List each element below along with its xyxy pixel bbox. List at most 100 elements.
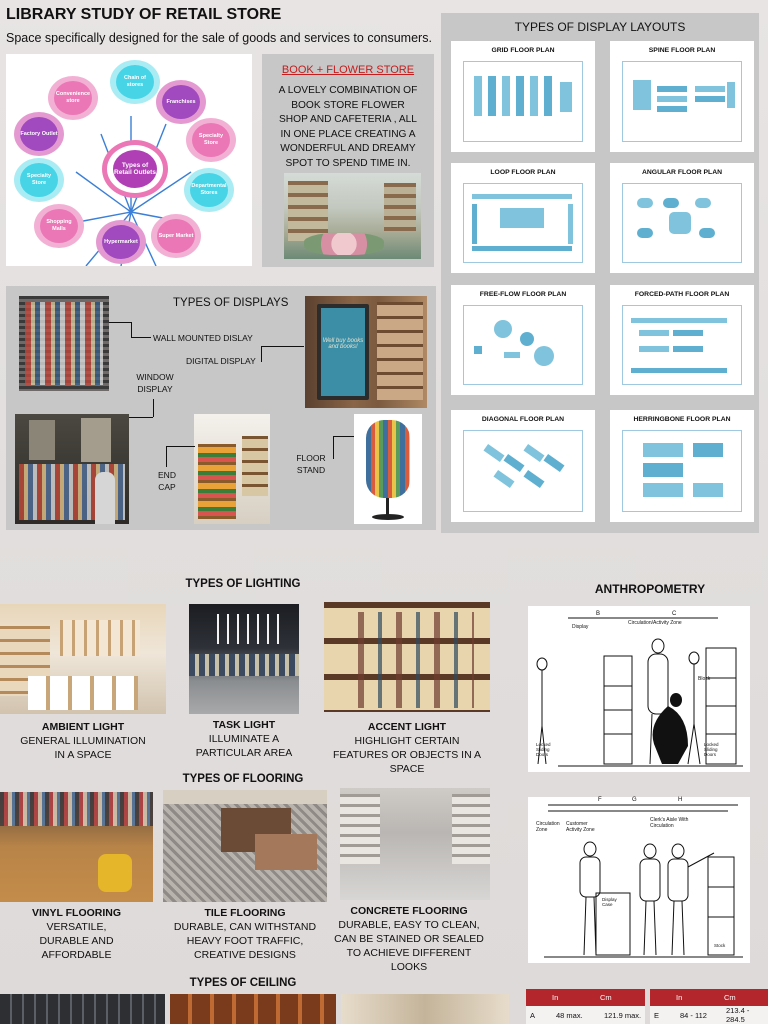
concrete-flooring-desc: DURABLE, EASY TO CLEAN, CAN BE STAINED O… bbox=[334, 919, 484, 973]
floor-plan-loop-drawing bbox=[463, 183, 583, 263]
floor-plan-diagonal: DIAGONAL FLOOR PLAN bbox=[451, 410, 595, 522]
digital-display-photo: Well buy books and books! bbox=[305, 296, 427, 408]
floor-plan-forced-path-title: FORCED-PATH FLOOR PLAN bbox=[634, 291, 730, 298]
end-cap-label: END CAP bbox=[158, 470, 176, 492]
floor-plan-fixture bbox=[483, 443, 505, 463]
floor-plan-fixture bbox=[488, 76, 496, 116]
floor-plan-fixture bbox=[673, 330, 703, 336]
displays-heading: TYPES OF DISPLAYS bbox=[173, 297, 289, 309]
task-light-desc: ILLUMINATE A PARTICULAR AREA bbox=[195, 733, 293, 759]
floor-plan-fixture bbox=[516, 76, 524, 116]
floor-plan-fixture bbox=[474, 346, 482, 354]
floor-plan-free-flow-title: FREE-FLOW FLOOR PLAN bbox=[479, 291, 567, 298]
outlet-factory-bubble: Factory Outlet bbox=[14, 112, 64, 156]
window-display-photo bbox=[15, 414, 129, 524]
tile-flooring-name: TILE FLOORING bbox=[204, 907, 286, 919]
floor-plan-herringbone-drawing bbox=[622, 430, 742, 512]
floor-plan-free-flow: FREE-FLOW FLOOR PLAN bbox=[451, 285, 595, 395]
vinyl-flooring-photo bbox=[0, 792, 153, 902]
window-display-label: WINDOW DISPLAY bbox=[136, 372, 174, 394]
ambient-light-photo bbox=[0, 604, 166, 714]
outlets-center-label: Types of Retail Outlets bbox=[113, 150, 157, 188]
floor-plan-fixture bbox=[643, 463, 683, 477]
floor-plan-fixture bbox=[695, 96, 725, 102]
anthro1-label-block: Block bbox=[698, 676, 711, 682]
floor-plan-fixture bbox=[657, 86, 687, 92]
table-right-header: In Cm bbox=[650, 989, 768, 1006]
digital-sign-text: Well buy books and books! bbox=[321, 308, 365, 396]
floor-plan-forced-path: FORCED-PATH FLOOR PLAN bbox=[610, 285, 754, 395]
anthropometry-heading: ANTHROPOMETRY bbox=[594, 582, 706, 596]
floor-plan-grid-drawing bbox=[463, 61, 583, 142]
anthro2-label-g: G bbox=[632, 797, 637, 803]
vinyl-flooring-name: VINYL FLOORING bbox=[31, 907, 122, 919]
floor-plan-fixture bbox=[631, 368, 727, 373]
floor-stand-label: FLOOR STAND bbox=[296, 453, 326, 475]
floor-plan-fixture bbox=[568, 204, 573, 244]
ambient-light-caption: AMBIENT LIGHT GENERAL ILLUMINATION IN A … bbox=[0, 720, 166, 762]
floor-plan-diagonal-drawing bbox=[463, 430, 583, 512]
tile-flooring-desc: DURABLE, CAN WITHSTAND HEAVY FOOT TRAFFI… bbox=[173, 921, 317, 961]
floor-plan-spine: SPINE FLOOR PLAN bbox=[610, 41, 754, 152]
anthro2-label-clerk: Clerk's Aisle With Circulation bbox=[650, 817, 689, 829]
floor-plan-fixture bbox=[503, 453, 525, 473]
concrete-flooring-caption: CONCRETE FLOORING DURABLE, EASY TO CLEAN… bbox=[326, 904, 492, 974]
outlet-specialty-1-label: Specialty Store bbox=[192, 123, 230, 157]
book-flower-text: A LOVELY COMBINATION OF BOOK STORE FLOWE… bbox=[278, 85, 418, 169]
floor-plan-grid: GRID FLOOR PLAN bbox=[451, 41, 595, 152]
anthro1-label-display: Display bbox=[572, 624, 589, 630]
accent-light-photo bbox=[324, 602, 490, 712]
floor-plan-fixture bbox=[543, 453, 565, 473]
layouts-heading: TYPES OF DISPLAY LAYOUTS bbox=[514, 20, 686, 34]
floor-plan-fixture bbox=[523, 443, 545, 463]
floor-plan-fixture bbox=[472, 194, 572, 199]
floor-plan-grid: GRID FLOOR PLAN SPINE FLOOR PLAN LOOP FLOO… bbox=[441, 13, 759, 533]
floor-plan-loop: LOOP FLOOR PLAN bbox=[451, 163, 595, 273]
book-flower-panel: BOOK + FLOWER STORE A LOVELY COMBINATION… bbox=[262, 54, 434, 267]
task-light-name: TASK LIGHT bbox=[212, 719, 276, 731]
floor-plan-grid-title: GRID FLOOR PLAN bbox=[491, 47, 555, 54]
floor-plan-loop-title: LOOP FLOOR PLAN bbox=[490, 169, 556, 176]
displays-panel: TYPES OF DISPLAYS WALL MOUNTED DISLAY We… bbox=[6, 286, 436, 530]
lighting-heading: TYPES OF LIGHTING bbox=[185, 578, 301, 590]
floor-stand-photo bbox=[354, 414, 422, 524]
outlet-departmental-bubble: Departmental Stores bbox=[184, 168, 234, 212]
anthropometry-sketch-2 bbox=[544, 804, 743, 958]
ceiling-photo-1 bbox=[0, 994, 165, 1024]
floor-plan-fixture bbox=[530, 76, 538, 116]
task-light-photo bbox=[189, 604, 299, 714]
table-right-header-cm: Cm bbox=[724, 993, 736, 1002]
outlet-departmental-label: Departmental Stores bbox=[190, 173, 228, 207]
outlet-malls-bubble: Shopping Malls bbox=[34, 204, 84, 248]
floor-plan-fixture bbox=[500, 208, 544, 228]
outlet-chain-label: Chain of stores bbox=[116, 65, 154, 99]
floor-plan-diagonal-title: DIAGONAL FLOOR PLAN bbox=[481, 416, 565, 423]
table-left-header-cm: Cm bbox=[600, 993, 612, 1002]
floor-plan-free-flow-drawing bbox=[463, 305, 583, 385]
anthro2-label-circulation: Circulation Zone bbox=[536, 821, 560, 833]
floor-plan-fixture bbox=[472, 246, 572, 251]
floor-plan-fixture bbox=[663, 198, 679, 208]
vinyl-flooring-caption: VINYL FLOORING VERSATILE, DURABLE AND AF… bbox=[0, 906, 153, 962]
outlet-factory-label: Factory Outlet bbox=[20, 117, 58, 151]
book-flower-photo bbox=[284, 173, 421, 259]
end-cap-photo bbox=[194, 414, 270, 524]
floor-plan-fixture bbox=[639, 330, 669, 336]
floor-plan-angular-title: ANGULAR FLOOR PLAN bbox=[641, 169, 723, 176]
outlet-hypermarket-bubble: Hypermarket bbox=[96, 220, 146, 264]
floor-plan-fixture bbox=[643, 443, 683, 457]
ambient-light-name: AMBIENT LIGHT bbox=[41, 721, 125, 733]
outlet-franchises-label: Franchises bbox=[162, 85, 200, 119]
floor-plan-fixture bbox=[637, 198, 653, 208]
outlet-chain-bubble: Chain of stores bbox=[110, 60, 160, 104]
anthro2-label-h: H bbox=[678, 797, 683, 803]
outlet-specialty-2-label: Specialty Store bbox=[20, 163, 58, 197]
anthro2-label-display-case: Display Case bbox=[602, 897, 617, 907]
flooring-heading: TYPES OF FLOORING bbox=[182, 773, 304, 785]
anthro2-label-customer: Customer Activity Zone bbox=[566, 821, 595, 833]
ceiling-photo-3 bbox=[341, 994, 509, 1024]
floor-plan-forced-path-drawing bbox=[622, 305, 742, 385]
tile-flooring-caption: TILE FLOORING DURABLE, CAN WITHSTAND HEA… bbox=[163, 906, 327, 962]
outlet-malls-label: Shopping Malls bbox=[40, 209, 78, 243]
